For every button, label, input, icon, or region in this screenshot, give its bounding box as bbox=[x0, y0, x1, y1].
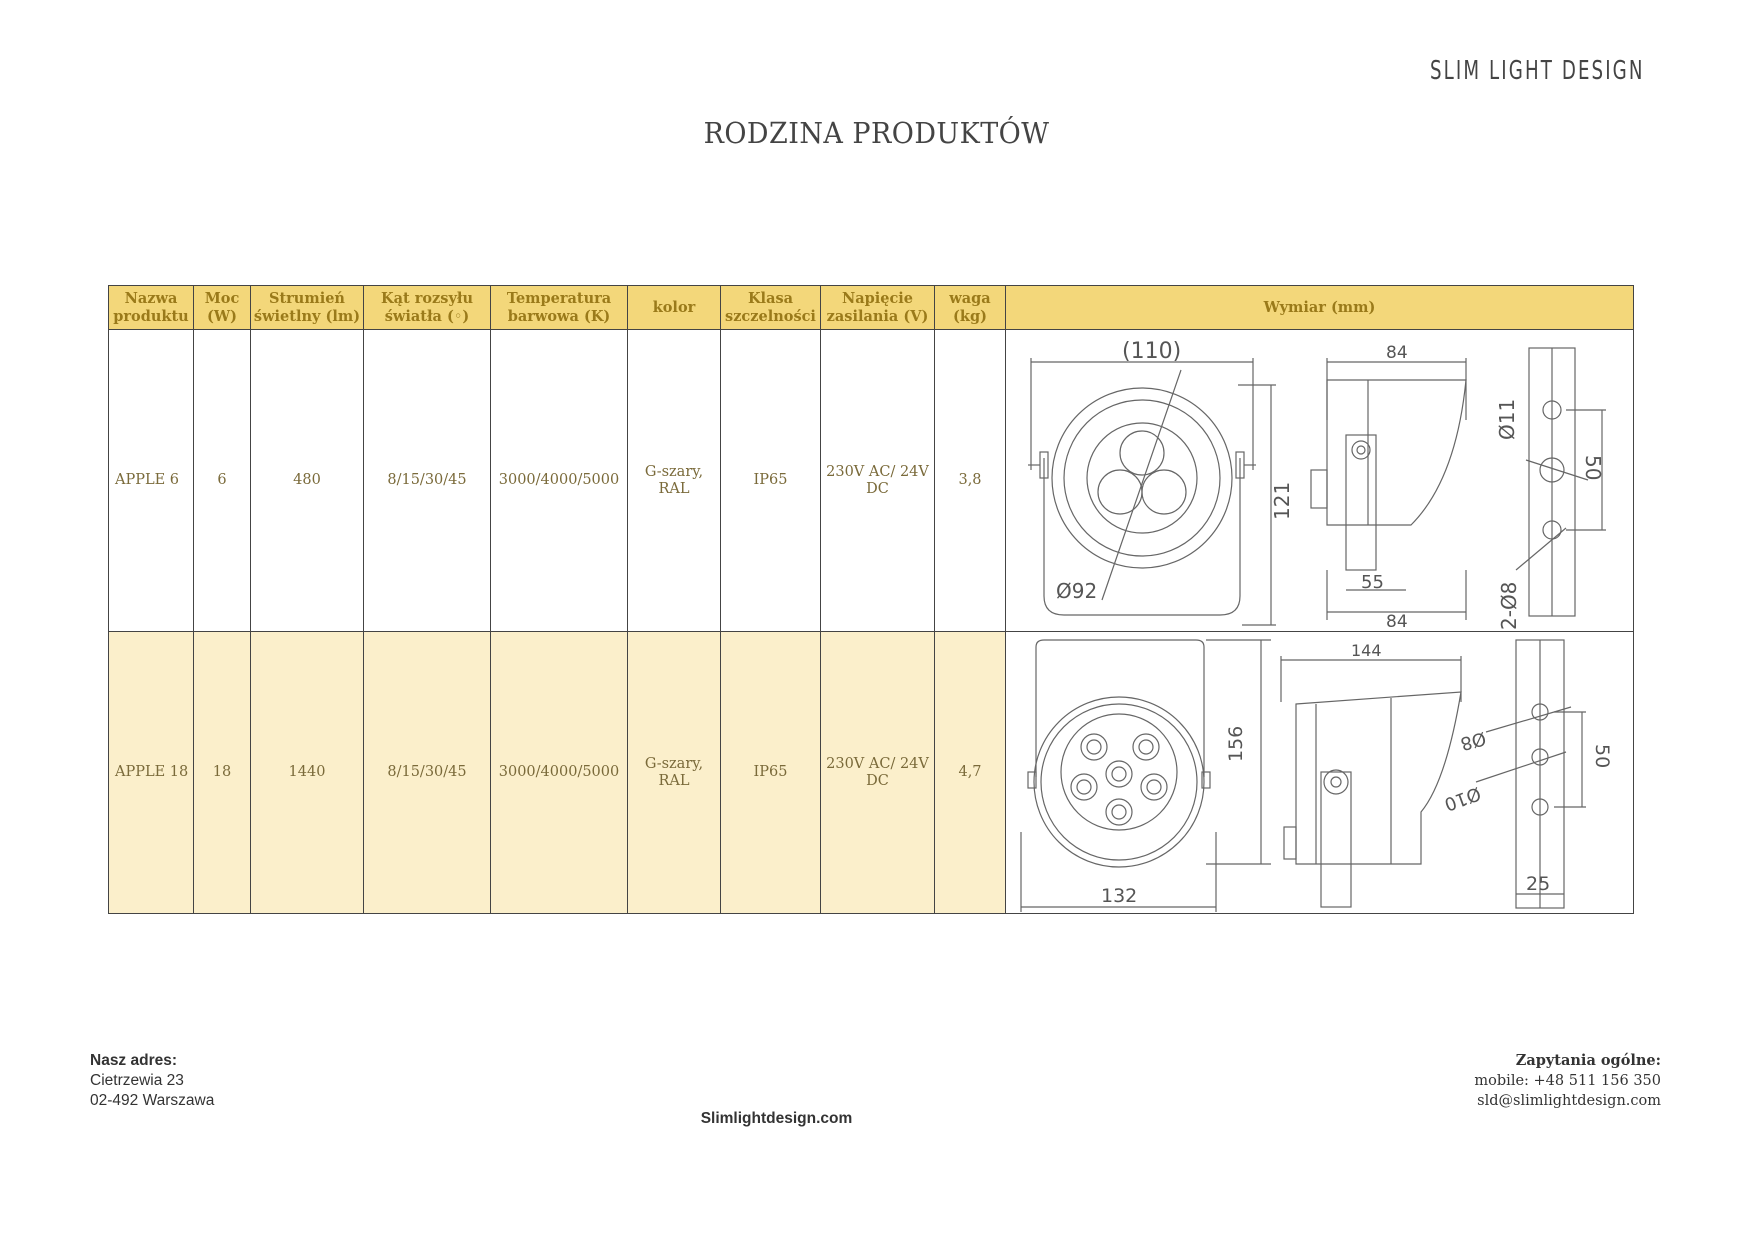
product-table: Nazwa produktu Moc (W) Strumień świetlny… bbox=[108, 285, 1634, 914]
contact-mobile[interactable]: mobile: +48 511 156 350 bbox=[1474, 1073, 1661, 1089]
header-dimensions: Wymiar (mm) bbox=[1005, 285, 1634, 330]
cell-angle: 8/15/30/45 bbox=[363, 631, 491, 914]
header-weight: waga (kg) bbox=[934, 285, 1006, 330]
footer-contact: Zapytania ogólne: mobile: +48 511 156 35… bbox=[1474, 1051, 1661, 1111]
cell-weight: 3,8 bbox=[934, 329, 1006, 632]
cell-power: 18 bbox=[193, 631, 251, 914]
header-name: Nazwa produktu bbox=[108, 285, 194, 330]
cell-ip: IP65 bbox=[720, 329, 821, 632]
table-row: APPLE 18 18 1440 8/15/30/45 3000/4000/50… bbox=[108, 631, 1634, 914]
cell-temperature: 3000/4000/5000 bbox=[490, 631, 628, 914]
cell-power: 6 bbox=[193, 329, 251, 632]
header-flux: Strumień świetlny (lm) bbox=[250, 285, 364, 330]
contact-heading: Zapytania ogólne: bbox=[1515, 1052, 1661, 1069]
dim-label: 2-Ø8 bbox=[1497, 582, 1521, 630]
header-color: kolor bbox=[627, 285, 721, 330]
contact-email[interactable]: sld@slimlightdesign.com bbox=[1477, 1093, 1661, 1109]
dim-label: Ø92 bbox=[1056, 579, 1097, 603]
dim-label: Ø8 bbox=[1458, 727, 1488, 754]
cell-voltage: 230V AC/ 24V DC bbox=[820, 329, 935, 632]
cell-name: APPLE 18 bbox=[108, 631, 194, 914]
address-heading: Nasz adres: bbox=[90, 1052, 178, 1069]
header-angle: Kąt rozsyłu światła (◦) bbox=[363, 285, 491, 330]
dim-label: 84 bbox=[1386, 612, 1408, 631]
cell-dimension-drawing: (110) 84 121 Ø92 Ø11 50 55 84 2-Ø8 bbox=[1005, 329, 1634, 632]
page-title: RODZINA PRODUKTÓW bbox=[703, 116, 1050, 150]
dim-label: Ø11 bbox=[1495, 399, 1519, 440]
dim-label: 50 bbox=[1581, 455, 1605, 480]
cell-name: APPLE 6 bbox=[108, 329, 194, 632]
cell-voltage: 230V AC/ 24V DC bbox=[820, 631, 935, 914]
dim-label: 84 bbox=[1386, 343, 1408, 363]
dim-label: (110) bbox=[1122, 339, 1181, 364]
cell-angle: 8/15/30/45 bbox=[363, 329, 491, 632]
table-row: APPLE 6 6 480 8/15/30/45 3000/4000/5000 … bbox=[108, 329, 1634, 632]
brand-logo: SLIM LIGHT DESIGN bbox=[1430, 56, 1645, 86]
dim-label: 132 bbox=[1101, 885, 1137, 907]
address-line: Cietrzewia 23 bbox=[90, 1072, 184, 1089]
cell-flux: 480 bbox=[250, 329, 364, 632]
header-voltage: Napięcie zasilania (V) bbox=[820, 285, 935, 330]
cell-temperature: 3000/4000/5000 bbox=[490, 329, 628, 632]
cell-flux: 1440 bbox=[250, 631, 364, 914]
dim-label: 55 bbox=[1361, 572, 1384, 593]
dim-label: 144 bbox=[1351, 641, 1382, 660]
footer-address: Nasz adres: Cietrzewia 23 02-492 Warszaw… bbox=[90, 1051, 214, 1111]
header-temperature: Temperatura barwowa (K) bbox=[490, 285, 628, 330]
table-header-row: Nazwa produktu Moc (W) Strumień świetlny… bbox=[108, 285, 1634, 330]
address-line: 02-492 Warszawa bbox=[90, 1092, 215, 1109]
header-power: Moc (W) bbox=[193, 285, 251, 330]
dim-label: 25 bbox=[1526, 873, 1550, 895]
website-link[interactable]: Slimlightdesign.com bbox=[700, 1110, 853, 1127]
header-ip: Klasa szczelności bbox=[720, 285, 821, 330]
dim-label: 50 bbox=[1591, 744, 1613, 768]
apple18-technical-drawing: 144 156 132 Ø8 Ø10 50 25 bbox=[1020, 639, 1613, 912]
dim-label: 121 bbox=[1270, 482, 1294, 520]
dim-label: 156 bbox=[1225, 726, 1247, 762]
cell-color: G-szary, RAL bbox=[627, 631, 721, 914]
cell-dimension-drawing: 144 156 132 Ø8 Ø10 50 25 bbox=[1005, 631, 1634, 914]
apple6-technical-drawing: (110) 84 121 Ø92 Ø11 50 55 84 2-Ø8 bbox=[1028, 339, 1606, 631]
cell-ip: IP65 bbox=[720, 631, 821, 914]
cell-color: G-szary, RAL bbox=[627, 329, 721, 632]
cell-weight: 4,7 bbox=[934, 631, 1006, 914]
dim-label: Ø10 bbox=[1441, 782, 1483, 814]
